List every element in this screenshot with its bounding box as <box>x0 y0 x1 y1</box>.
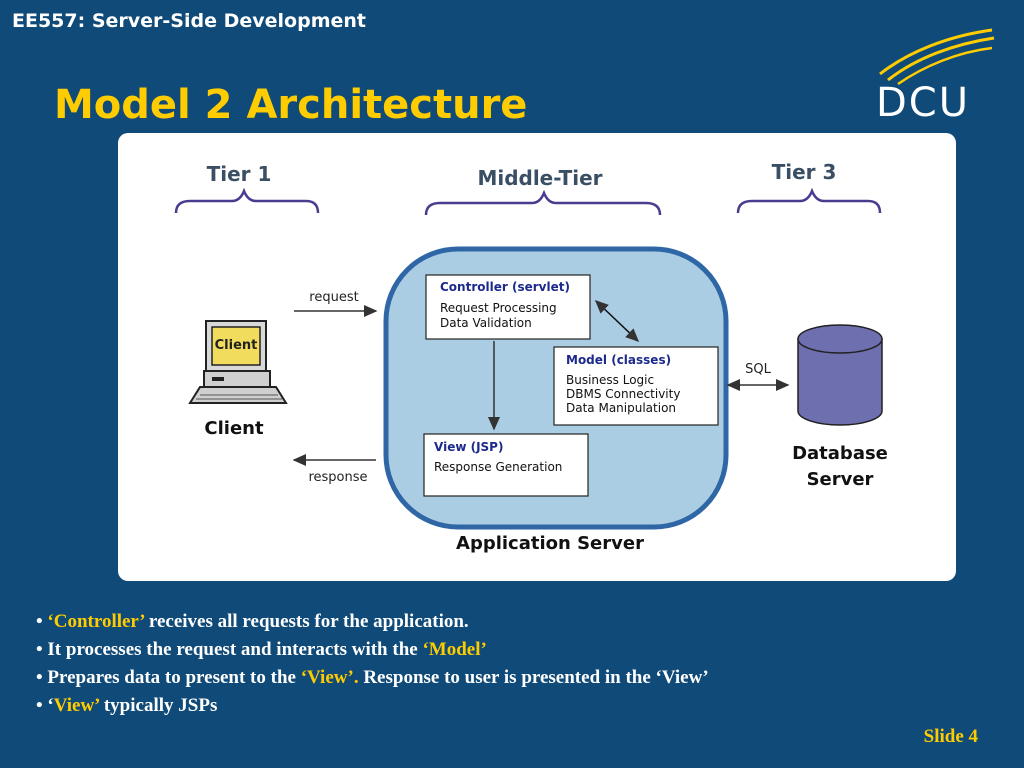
bullet-highlight: View’ <box>53 695 100 716</box>
bullet-list: • ‘Controller’ receives all requests for… <box>36 608 976 720</box>
request-label: request <box>309 290 358 305</box>
bullet-text: receives all requests for the applicatio… <box>144 611 469 632</box>
bullet-item: • ‘Controller’ receives all requests for… <box>36 608 976 636</box>
model-line-3: Data Manipulation <box>566 401 676 415</box>
controller-title: Controller (servlet) <box>440 280 570 294</box>
application-server-label: Application Server <box>456 533 644 554</box>
bullet-marker: • <box>36 695 43 716</box>
bullet-item: • ‘View’ typically JSPs <box>36 692 976 720</box>
database-label-line-1: Database <box>792 443 888 464</box>
bullet-text: It processes the request and interacts w… <box>47 639 423 660</box>
tier-3-brace <box>736 187 882 214</box>
slide-title: Model 2 Architecture <box>54 82 528 128</box>
response-label: response <box>308 470 367 485</box>
dcu-logo: DCU <box>876 28 995 122</box>
bullet-highlight: ‘View’. <box>300 667 359 688</box>
tier-3-label: Tier 3 <box>772 160 837 184</box>
middle-tier-brace <box>424 189 662 216</box>
logo-text: DCU <box>876 80 970 122</box>
model-line-2: DBMS Connectivity <box>566 387 680 401</box>
bullet-text: typically JSPs <box>99 695 218 716</box>
bullet-item: • Prepares data to present to the ‘View’… <box>36 664 976 692</box>
bullet-text: Prepares data to present to the <box>47 667 301 688</box>
controller-line-1: Request Processing <box>440 301 557 315</box>
bullet-highlight: ‘Controller’ <box>47 611 145 632</box>
middle-tier-label: Middle-Tier <box>477 166 602 190</box>
architecture-diagram: Tier 1 Middle-Tier Tier 3 Client Client … <box>118 133 956 581</box>
view-title: View (JSP) <box>434 440 503 454</box>
view-box <box>423 433 589 497</box>
sql-label: SQL <box>745 362 771 377</box>
client-screen-label: Client <box>215 338 258 353</box>
bullet-item: • It processes the request and interacts… <box>36 636 976 664</box>
bullet-marker: • <box>36 639 43 660</box>
bullet-quote: ‘ <box>47 695 54 716</box>
model-title: Model (classes) <box>566 353 671 367</box>
model-box <box>553 346 719 426</box>
database-label-line-2: Server <box>807 469 874 490</box>
controller-box <box>425 274 591 340</box>
slide-number: Slide 4 <box>923 726 978 747</box>
client-caption: Client <box>204 418 264 439</box>
bullet-highlight: ‘Model’ <box>422 639 487 660</box>
view-line-1: Response Generation <box>434 460 562 474</box>
client-computer-icon <box>188 320 288 404</box>
bullet-text-after: Response to user is presented in the ‘Vi… <box>358 667 709 688</box>
model-line-1: Business Logic <box>566 373 654 387</box>
course-title: EE557: Server-Side Development <box>12 10 366 32</box>
bullet-marker: • <box>36 667 43 688</box>
tier-1-brace <box>174 187 320 214</box>
database-icon <box>797 324 883 426</box>
tier-1-label: Tier 1 <box>207 162 272 186</box>
controller-model-arrow <box>594 299 640 343</box>
controller-line-2: Data Validation <box>440 316 532 330</box>
bullet-marker: • <box>36 611 43 632</box>
